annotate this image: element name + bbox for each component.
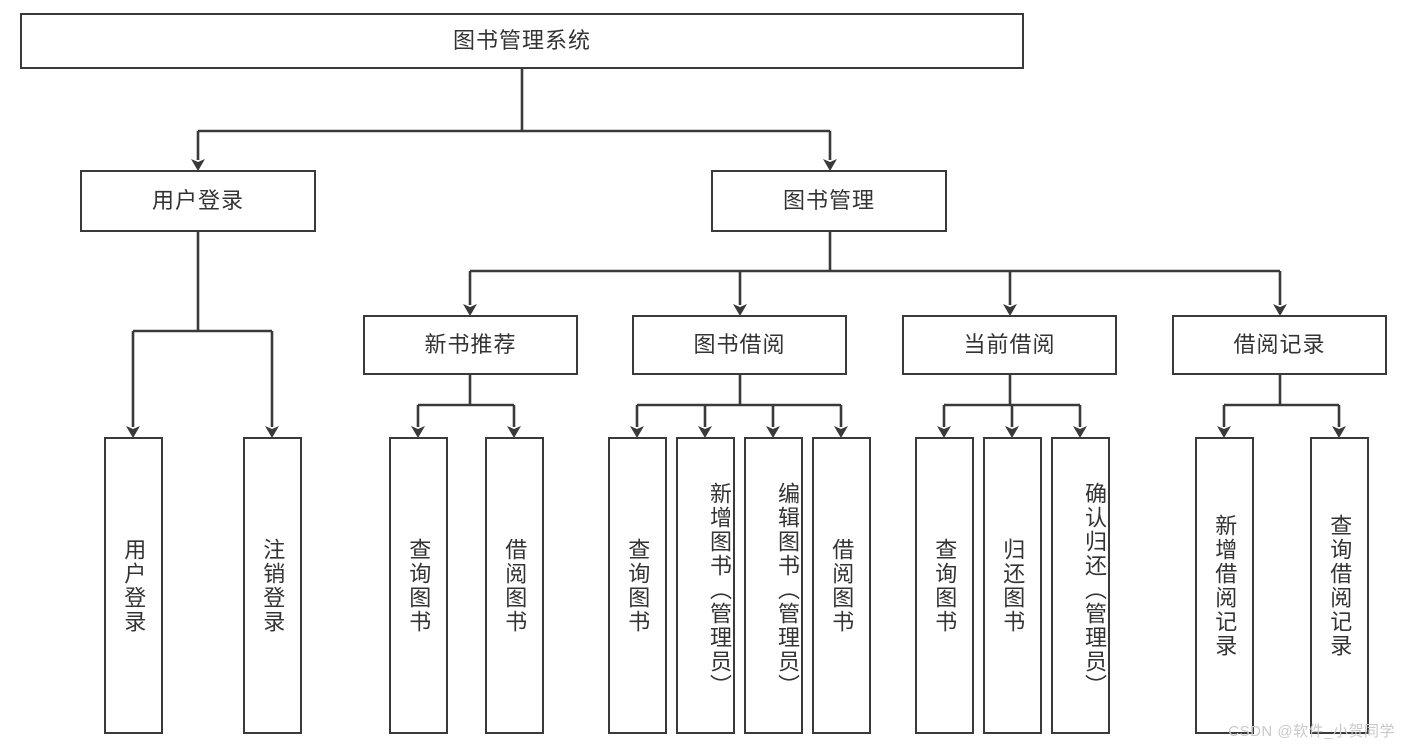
node-new-book-recommend[interactable]: 新书推荐 bbox=[363, 315, 578, 375]
leaf-user-login-1[interactable]: 用户登录 bbox=[104, 437, 163, 734]
leaf-book-borrow-1[interactable]: 查询图书 bbox=[608, 437, 667, 734]
node-book-manage[interactable]: 图书管理 bbox=[711, 170, 947, 232]
leaf-borrow-record-2[interactable]: 查询借阅记录 bbox=[1310, 437, 1369, 734]
leaf-book-borrow-2[interactable]: 新增图书（管理员） bbox=[676, 437, 735, 734]
leaf-new-book-2[interactable]: 借阅图书 bbox=[485, 437, 544, 734]
leaf-new-book-1[interactable]: 查询图书 bbox=[389, 437, 448, 734]
leaf-user-login-2[interactable]: 注销登录 bbox=[243, 437, 302, 734]
leaf-current-borrow-2[interactable]: 归还图书 bbox=[983, 437, 1042, 734]
leaf-book-borrow-3[interactable]: 编辑图书（管理员） bbox=[744, 437, 803, 734]
leaf-book-borrow-4[interactable]: 借阅图书 bbox=[812, 437, 871, 734]
leaf-borrow-record-1[interactable]: 新增借阅记录 bbox=[1195, 437, 1254, 734]
node-root[interactable]: 图书管理系统 bbox=[20, 13, 1024, 69]
leaf-current-borrow-1[interactable]: 查询图书 bbox=[915, 437, 974, 734]
node-borrow-record[interactable]: 借阅记录 bbox=[1172, 315, 1387, 375]
leaf-current-borrow-3[interactable]: 确认归还（管理员） bbox=[1051, 437, 1110, 734]
node-book-borrow[interactable]: 图书借阅 bbox=[632, 315, 847, 375]
node-current-borrow[interactable]: 当前借阅 bbox=[902, 315, 1117, 375]
node-user-login[interactable]: 用户登录 bbox=[80, 170, 316, 232]
